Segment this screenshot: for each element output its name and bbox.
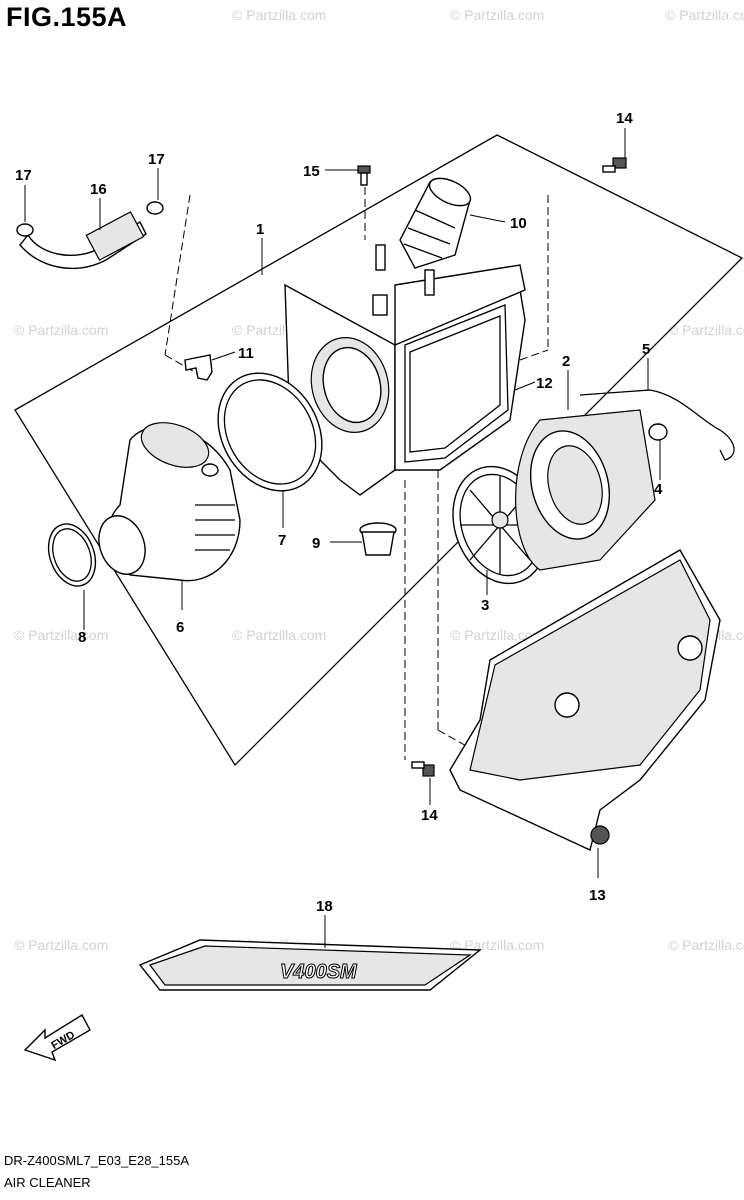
part-5-wire-clip	[579, 389, 735, 461]
leader-lines	[24, 128, 661, 948]
callout-7: 7	[278, 532, 286, 549]
part-8-clamp	[47, 523, 97, 587]
part-15-screw	[357, 165, 371, 186]
part-16-breather-hose	[19, 211, 147, 270]
part-14-bolt-upper	[602, 157, 627, 173]
callout-8: 8	[78, 629, 86, 646]
callout-14-upper: 14	[616, 110, 633, 127]
callout-1: 1	[256, 221, 264, 238]
callout-11: 11	[238, 345, 254, 362]
part-14-bolt-lower	[411, 761, 435, 777]
part-6-inlet-duct	[98, 422, 241, 582]
reference-lines	[164, 175, 549, 760]
figure-title: FIG.155A	[6, 2, 128, 32]
decal-text: V400SM	[280, 961, 358, 983]
watermark: © Partzilla.com	[668, 322, 744, 338]
callout-18: 18	[316, 898, 333, 915]
watermark: © Partzilla.com	[232, 627, 326, 643]
part-7-gasket	[217, 372, 323, 492]
callout-13: 13	[589, 887, 606, 904]
watermark: © Partzilla.com	[14, 627, 108, 643]
callout-labels: 1 2 3 4 5 6 7 8 9 10 11 12 13 14 14 15 1…	[15, 110, 663, 915]
part-9-grommet	[359, 522, 397, 556]
watermark: © Partzilla.com	[14, 937, 108, 953]
callout-16: 16	[90, 181, 107, 198]
watermark: © Partzilla.com	[450, 627, 544, 643]
callout-12: 12	[536, 375, 553, 392]
callout-14-lower: 14	[421, 807, 438, 824]
callout-5: 5	[642, 341, 650, 358]
watermark: © Partzilla.com	[450, 937, 544, 953]
diagram-code: DR-Z400SML7_E03_E28_155A	[4, 1153, 190, 1168]
callout-2: 2	[562, 353, 570, 370]
diagram-name: AIR CLEANER	[4, 1175, 91, 1190]
watermark: © Partzilla.com	[232, 7, 326, 23]
part-13-side-cover	[449, 549, 721, 851]
watermark: © Partzilla.com	[665, 7, 744, 23]
watermark: © Partzilla.com	[668, 937, 744, 953]
watermark: © Partzilla.com	[450, 7, 544, 23]
callout-9: 9	[312, 535, 320, 552]
part-11-fitting	[184, 354, 213, 381]
callout-15: 15	[303, 163, 320, 180]
part-2-filter-element	[515, 409, 656, 571]
callout-10: 10	[510, 215, 527, 232]
fwd-arrow-icon: FWD	[23, 1014, 91, 1062]
part-10-intake-boot	[399, 177, 472, 269]
callout-17-right: 17	[148, 151, 165, 168]
part-4-grommet	[648, 423, 668, 441]
part-17-hose-clamp-left	[16, 223, 34, 237]
watermark: © Partzilla.com	[14, 322, 108, 338]
callout-6: 6	[176, 619, 184, 636]
assembly-boundary-frame	[14, 134, 744, 767]
part-17-hose-clamp-right	[146, 201, 164, 215]
callout-17-left: 17	[15, 167, 32, 184]
callout-3: 3	[481, 597, 489, 614]
callout-4: 4	[654, 481, 663, 498]
part-18-decal: V400SM	[138, 939, 482, 991]
